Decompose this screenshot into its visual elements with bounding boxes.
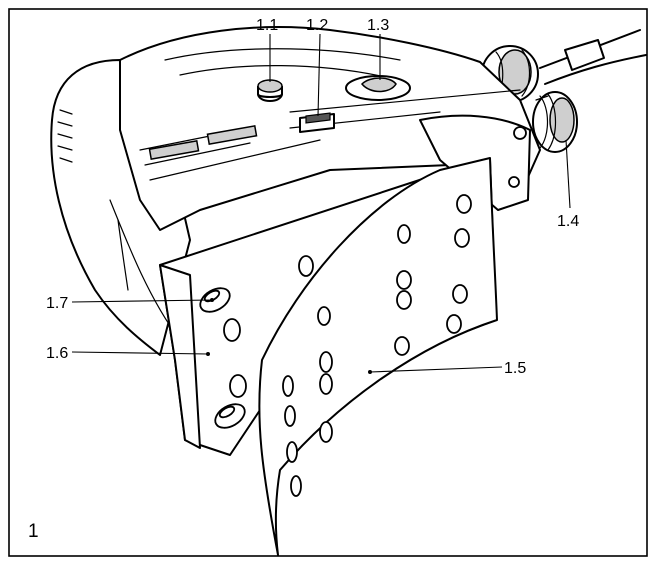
sanding-sheet <box>258 157 498 556</box>
callout-1-3: 1.3 <box>367 17 389 34</box>
callout-1-6: 1.6 <box>46 345 68 362</box>
callout-1-5: 1.5 <box>504 360 526 377</box>
power-cable <box>539 29 647 85</box>
callout-1-2: 1.2 <box>306 17 328 34</box>
extraction-port <box>532 91 578 153</box>
callout-1-4: 1.4 <box>557 213 579 230</box>
leader-lines <box>71 33 571 374</box>
speed-knob <box>257 79 283 102</box>
callout-1-1: 1.1 <box>256 17 278 34</box>
figure-frame <box>8 8 648 557</box>
locking-lever <box>345 75 411 101</box>
figure-number: 1 <box>28 521 39 542</box>
callout-1-7: 1.7 <box>46 295 68 312</box>
on-off-switch <box>299 112 335 133</box>
